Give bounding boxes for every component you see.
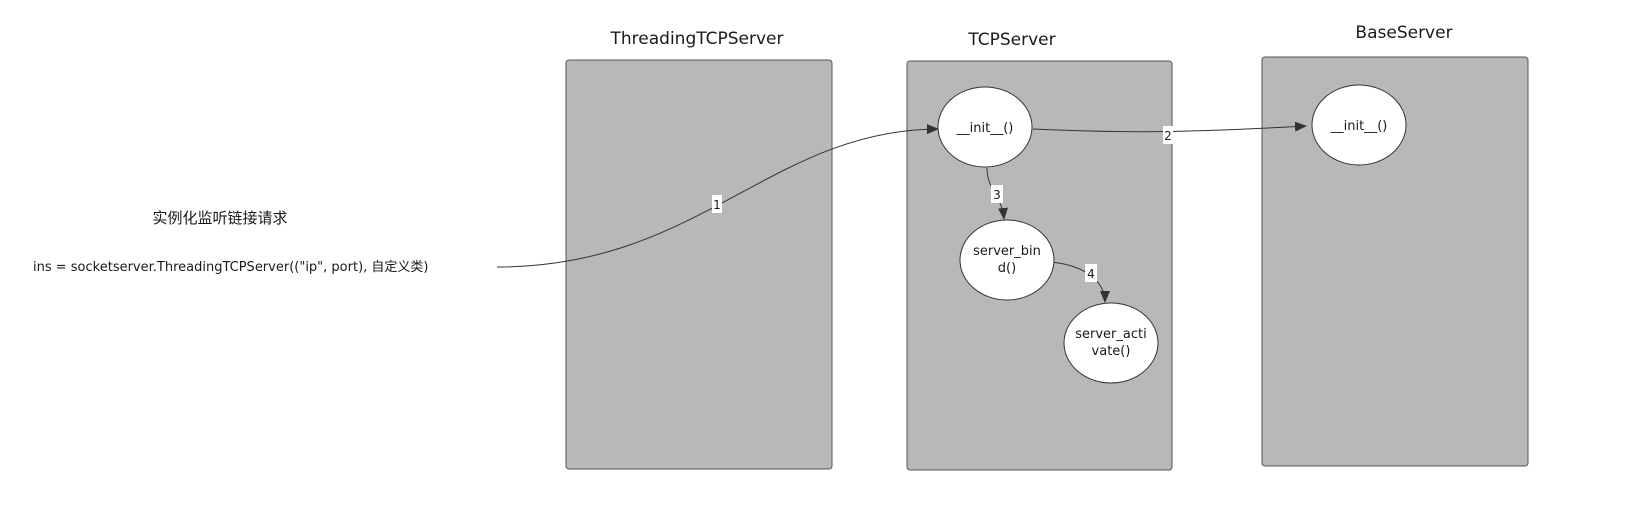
caption-code: ins = socketserver.ThreadingTCPServer(("… (33, 260, 428, 275)
method-node-tcp-init: __init__() (937, 86, 1033, 168)
caption-title: 实例化监听链接请求 (152, 209, 287, 227)
method-node-server-activate: server_acti vate() (1063, 302, 1159, 384)
method-node-tcp-init-shape (937, 86, 1033, 168)
method-node-server-bind-shape (959, 219, 1055, 301)
class-box-threading-tcp-server (565, 59, 833, 470)
class-title-tcp-server: TCPServer (967, 30, 1055, 50)
edge-2-path (1032, 121, 1307, 133)
method-node-server-bind: server_bin d() (959, 219, 1055, 301)
method-base-init-label: __init__() (1330, 119, 1388, 134)
edge-1-path (496, 124, 939, 268)
method-node-base-init: __init__() (1311, 84, 1407, 166)
method-server-activate-label-line1: server_acti (1075, 327, 1146, 342)
edge-2-label: 2 (1163, 126, 1173, 144)
class-title-base-server: BaseServer (1355, 23, 1452, 43)
method-node-base-init-shape (1311, 84, 1407, 166)
edge-3-label-text: 3 (993, 188, 1001, 202)
edge-2-label-text: 2 (1164, 129, 1172, 143)
edge-3-label: 3 (991, 185, 1003, 203)
method-server-activate-label-line2: vate() (1092, 344, 1131, 359)
edge-4-label: 4 (1085, 264, 1097, 282)
edge-4-label-text: 4 (1087, 267, 1095, 281)
method-tcp-init-label: __init__() (956, 121, 1014, 136)
edge-1-label-text: 1 (713, 198, 721, 212)
edge-1-label: 1 (712, 195, 722, 213)
class-title-threading-tcp-server: ThreadingTCPServer (610, 29, 784, 49)
method-node-server-activate-shape (1063, 302, 1159, 384)
method-server-bind-label-line2: d() (998, 261, 1016, 276)
class-box-base-server (1261, 56, 1529, 467)
method-server-bind-label-line1: server_bin (973, 244, 1041, 259)
